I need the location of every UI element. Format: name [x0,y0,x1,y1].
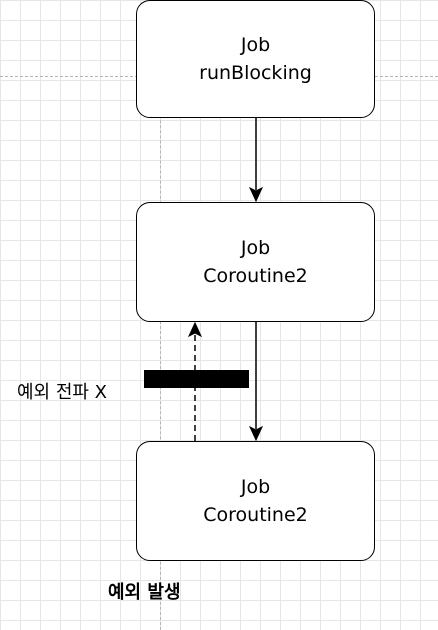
job-runblocking-node[interactable]: Job runBlocking [136,0,375,118]
propagation-blocked-label: 예외 전파 X [17,382,108,403]
node-label-line2: runBlocking [199,62,312,84]
propagation-block-bar [144,370,249,388]
node-label-line2: Coroutine2 [203,504,308,526]
arrow-coroutine2-to-child[interactable] [248,322,264,442]
job-coroutine2-parent-node[interactable]: Job Coroutine2 [136,202,375,322]
node-label-line1: Job [240,34,271,56]
node-label-line2: Coroutine2 [203,265,308,287]
node-label-line1: Job [240,476,271,498]
job-coroutine2-child-node[interactable]: Job Coroutine2 [136,441,375,561]
arrow-runblocking-to-coroutine2[interactable] [248,118,264,203]
node-label-line1: Job [240,237,271,259]
exception-occurred-label: 예외 발생 [108,582,181,603]
